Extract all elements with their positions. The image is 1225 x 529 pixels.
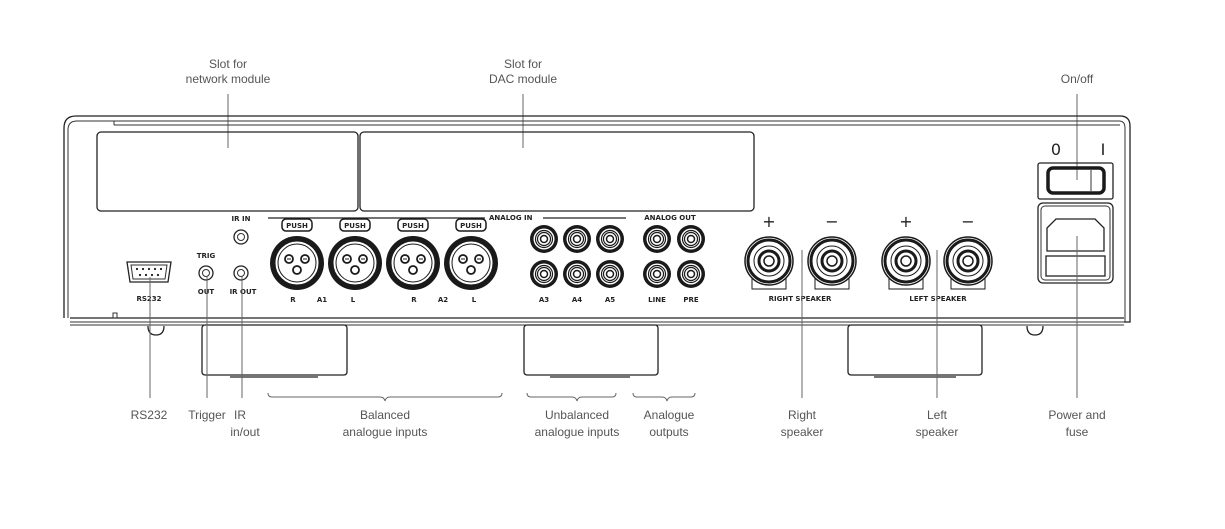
power-switch: 0 I <box>1037 140 1114 200</box>
xlr-connector: PUSH <box>444 218 498 290</box>
callout-analogue-out-line1: Analogue <box>644 408 695 422</box>
rca-jack <box>530 225 558 253</box>
rca-label: A4 <box>572 296 582 304</box>
push-label: PUSH <box>460 222 482 230</box>
callout-trigger: Trigger <box>188 408 226 422</box>
ir-out-panel-label: IR OUT <box>230 288 257 296</box>
xlr-label: A1 <box>317 296 327 304</box>
callout-power-line1: Power and <box>1048 408 1105 422</box>
rca-label: LINE <box>648 296 666 304</box>
rca-jack <box>677 260 705 288</box>
trig-panel-label: TRIG <box>197 252 216 260</box>
rca-label: A3 <box>539 296 549 304</box>
speaker-binding-post <box>744 236 794 290</box>
callout-unbalanced-line1: Unbalanced <box>545 408 609 422</box>
rca-labels: A3 A4 A5 LINE PRE <box>539 296 699 304</box>
ir-in-jack <box>233 229 249 245</box>
minus-symbol: − <box>961 212 974 231</box>
speaker-binding-post <box>807 236 857 290</box>
dac-module-slot <box>359 131 755 212</box>
callout-ir-line1: IR <box>234 408 246 422</box>
speaker-binding-post <box>943 236 993 290</box>
callout-network-slot: Slot for network module <box>186 57 271 148</box>
xlr-connector: PUSH <box>270 218 324 290</box>
trigger-jack: TRIG OUT <box>197 252 216 296</box>
bottom-leaders <box>149 236 1078 402</box>
callout-unbalanced-line2: analogue inputs <box>535 425 620 439</box>
callout-right-speaker-line2: speaker <box>781 425 824 439</box>
xlr-label: L <box>351 296 356 304</box>
callout-on-off-text: On/off <box>1061 72 1094 86</box>
rca-jack <box>596 225 624 253</box>
switch-off-label: 0 <box>1051 140 1061 159</box>
ir-in-panel-label: IR IN <box>232 215 251 223</box>
rca-jack <box>677 225 705 253</box>
plus-symbol: + <box>762 212 775 231</box>
rca-jack <box>563 225 591 253</box>
callout-power-line2: fuse <box>1066 425 1089 439</box>
callout-dac-slot-line1: Slot for <box>504 57 542 71</box>
minus-symbol: − <box>825 212 838 231</box>
rca-jack <box>643 260 671 288</box>
xlr-connector: PUSH <box>386 218 440 290</box>
rs232-panel-label: RS232 <box>136 295 161 303</box>
rca-jack <box>563 260 591 288</box>
callout-balanced-line1: Balanced <box>360 408 410 422</box>
plus-symbol: + <box>899 212 912 231</box>
xlr-connector: PUSH <box>328 218 382 290</box>
callout-balanced-line2: analogue inputs <box>343 425 428 439</box>
callout-analogue-out-line2: outputs <box>649 425 688 439</box>
callout-left-speaker-line1: Left <box>927 408 948 422</box>
trig-out-panel-label: OUT <box>198 288 215 296</box>
callout-dac-slot-line2: DAC module <box>489 72 557 86</box>
xlr-label: R <box>411 296 417 304</box>
callout-dac-slot: Slot for DAC module <box>489 57 557 148</box>
callout-network-slot-line2: network module <box>186 72 271 86</box>
push-label: PUSH <box>402 222 424 230</box>
push-label: PUSH <box>344 222 366 230</box>
callout-on-off: On/off <box>1061 72 1094 180</box>
iec-power-inlet <box>1037 202 1114 284</box>
xlr-labels: R A1 L R A2 L <box>290 296 476 304</box>
callout-rs232: RS232 <box>131 408 168 422</box>
xlr-label: A2 <box>438 296 448 304</box>
rca-connectors <box>530 225 705 288</box>
rca-label: A5 <box>605 296 615 304</box>
feet <box>147 324 1044 378</box>
analog-out-panel-label: ANALOG OUT <box>644 214 696 222</box>
right-speaker-panel-label: RIGHT SPEAKER <box>769 295 832 303</box>
callout-network-slot-line1: Slot for <box>209 57 247 71</box>
rca-jack <box>643 225 671 253</box>
network-module-slot <box>96 131 359 212</box>
speaker-terminals <box>744 236 993 290</box>
xlr-inputs: PUSH PUSH PUSH PUSH <box>270 218 498 290</box>
left-speaker-panel-label: LEFT SPEAKER <box>909 295 967 303</box>
rs232-port: RS232 <box>126 261 172 303</box>
callout-ir-line2: in/out <box>230 425 260 439</box>
callout-left-speaker-line2: speaker <box>916 425 959 439</box>
analog-in-panel-label: ANALOG IN <box>489 214 533 222</box>
xlr-label: R <box>290 296 296 304</box>
rca-jack <box>530 260 558 288</box>
ir-out-jack <box>233 265 249 281</box>
rca-label: PRE <box>683 296 699 304</box>
callout-right-speaker-line1: Right <box>788 408 817 422</box>
rca-jack <box>596 260 624 288</box>
switch-on-label: I <box>1101 140 1106 159</box>
speaker-binding-post <box>881 236 931 290</box>
xlr-label: L <box>472 296 477 304</box>
push-label: PUSH <box>286 222 308 230</box>
ir-jacks: IR IN IR OUT <box>230 215 257 296</box>
